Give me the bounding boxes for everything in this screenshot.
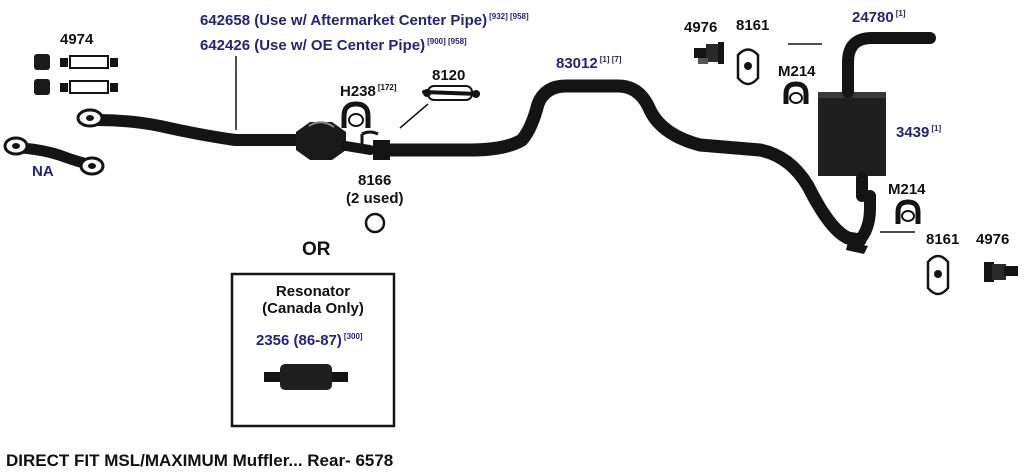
label-83012: 83012[1] [7] (556, 55, 622, 72)
clamp-m214-bottom-icon (895, 199, 921, 224)
rubber-hanger-8161-top-icon (736, 48, 760, 86)
u-bolt-clamp-h238-icon (341, 101, 371, 128)
muffler-3439-icon (818, 92, 886, 176)
resonator-part-label: 2356 (86-87)[300] (256, 332, 363, 349)
front-pipe-with-converter-icon (76, 108, 375, 160)
label-642426: 642426 (Use w/ OE Center Pipe)[900] [958… (200, 37, 467, 54)
front-y-pipe-left-icon (3, 136, 105, 176)
label-8161-bottom: 8161 (926, 231, 959, 248)
resonator-title-line1: Resonator (276, 283, 350, 300)
label-24780: 24780[1] (852, 9, 906, 26)
resonator-2356-icon (264, 364, 348, 390)
label-na: NA (32, 163, 54, 180)
label-8161-top: 8161 (736, 17, 769, 34)
label-8166: 8166 (358, 172, 391, 189)
label-4976-bottom: 4976 (976, 231, 1009, 248)
clamp-8166-icon (360, 130, 379, 146)
label-4976-top: 4976 (684, 19, 717, 36)
label-3439: 3439[1] (896, 124, 941, 141)
label-8120: 8120 (432, 67, 465, 84)
bolt-4976-top-icon (694, 42, 724, 64)
catalytic-converter-icon (296, 122, 346, 160)
resonator-box: Resonator (Canada Only) 2356 (86-87)[300… (230, 272, 396, 428)
label-642658: 642658 (Use w/ Aftermarket Center Pipe)[… (200, 12, 529, 29)
muffler-assembly-icon (818, 32, 936, 248)
over-axle-pipe-icon (373, 79, 868, 254)
footer-caption: DIRECT FIT MSL/MAXIMUM Muffler... Rear- … (6, 451, 393, 470)
label-m214-bottom: M214 (888, 181, 926, 198)
label-8166-note: (2 used) (346, 190, 404, 207)
label-h238: H238[172] (340, 83, 397, 100)
resonator-title-line2: (Canada Only) (262, 300, 364, 317)
leader-lines (235, 43, 915, 233)
insulator-4974-bottom-icon (34, 79, 118, 95)
hanger-8120-icon (422, 85, 480, 101)
label-4974: 4974 (60, 31, 94, 48)
insulator-4974-top-icon (34, 54, 118, 70)
label-or: OR (302, 239, 331, 260)
clamp-m214-top-icon (783, 81, 809, 104)
rubber-hanger-8161-bottom-icon (926, 254, 950, 296)
gasket-ring-8166-icon (364, 212, 386, 234)
label-m214-top: M214 (778, 63, 816, 80)
bolt-4976-bottom-icon (984, 262, 1018, 282)
